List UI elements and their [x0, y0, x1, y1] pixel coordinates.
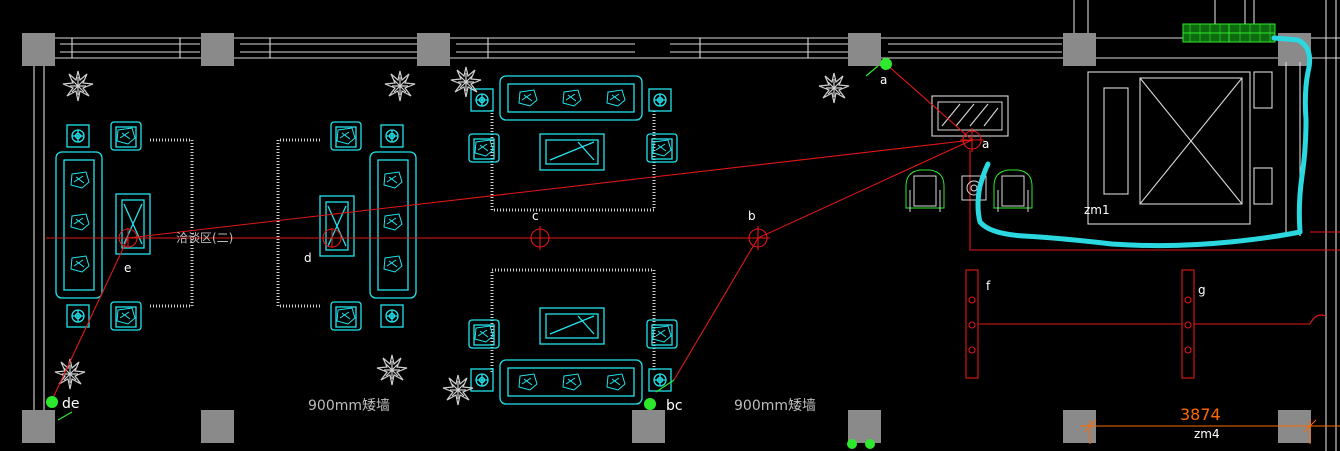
route-lines [46, 63, 973, 401]
label-e: e [124, 261, 131, 275]
marker-e [118, 228, 138, 248]
marker-d [322, 228, 342, 248]
label-a2: a [982, 137, 989, 151]
exterior-wall [24, 0, 1340, 451]
sofa-set-b [469, 268, 677, 405]
window-hatch [1182, 0, 1276, 43]
dimension-label: 3874 [1180, 405, 1221, 424]
point-de-dot [46, 396, 58, 408]
elevator-core [1087, 62, 1301, 236]
door-label-zm4: zm4 [1194, 427, 1220, 441]
marker-c [528, 226, 552, 250]
wall-label-left: 900mm矮墙 [308, 398, 390, 414]
sofa-set-d [276, 122, 417, 330]
green-points [46, 58, 892, 449]
door-label-zm1: zm1 [1084, 203, 1110, 217]
label-c: c [532, 209, 539, 223]
label-f: f [986, 279, 991, 293]
survey-markers [118, 128, 984, 250]
marker-a2 [960, 128, 984, 152]
point-bc-dot [644, 398, 656, 410]
zone-label: 洽谈区(二) [176, 231, 233, 245]
label-de: de [62, 396, 80, 412]
reception-furniture [905, 95, 1033, 212]
plants [54, 66, 850, 406]
marker-b [746, 226, 770, 250]
sofa-set-e [55, 122, 194, 330]
label-g: g [1198, 283, 1206, 297]
point-a-dot [880, 58, 892, 70]
red-room-outlines [965, 150, 1340, 444]
structural-columns [22, 33, 1311, 443]
label-a: a [880, 73, 887, 87]
sofa-set-c [469, 75, 677, 212]
label-d: d [304, 251, 312, 265]
label-bc: bc [666, 398, 683, 414]
labels: a a b c d e de bc f g 洽谈区(二) 900mm矮墙 900… [62, 73, 1221, 441]
highlight-stroke [975, 35, 1313, 249]
label-b: b [748, 209, 756, 223]
wall-label-right: 900mm矮墙 [734, 398, 816, 414]
